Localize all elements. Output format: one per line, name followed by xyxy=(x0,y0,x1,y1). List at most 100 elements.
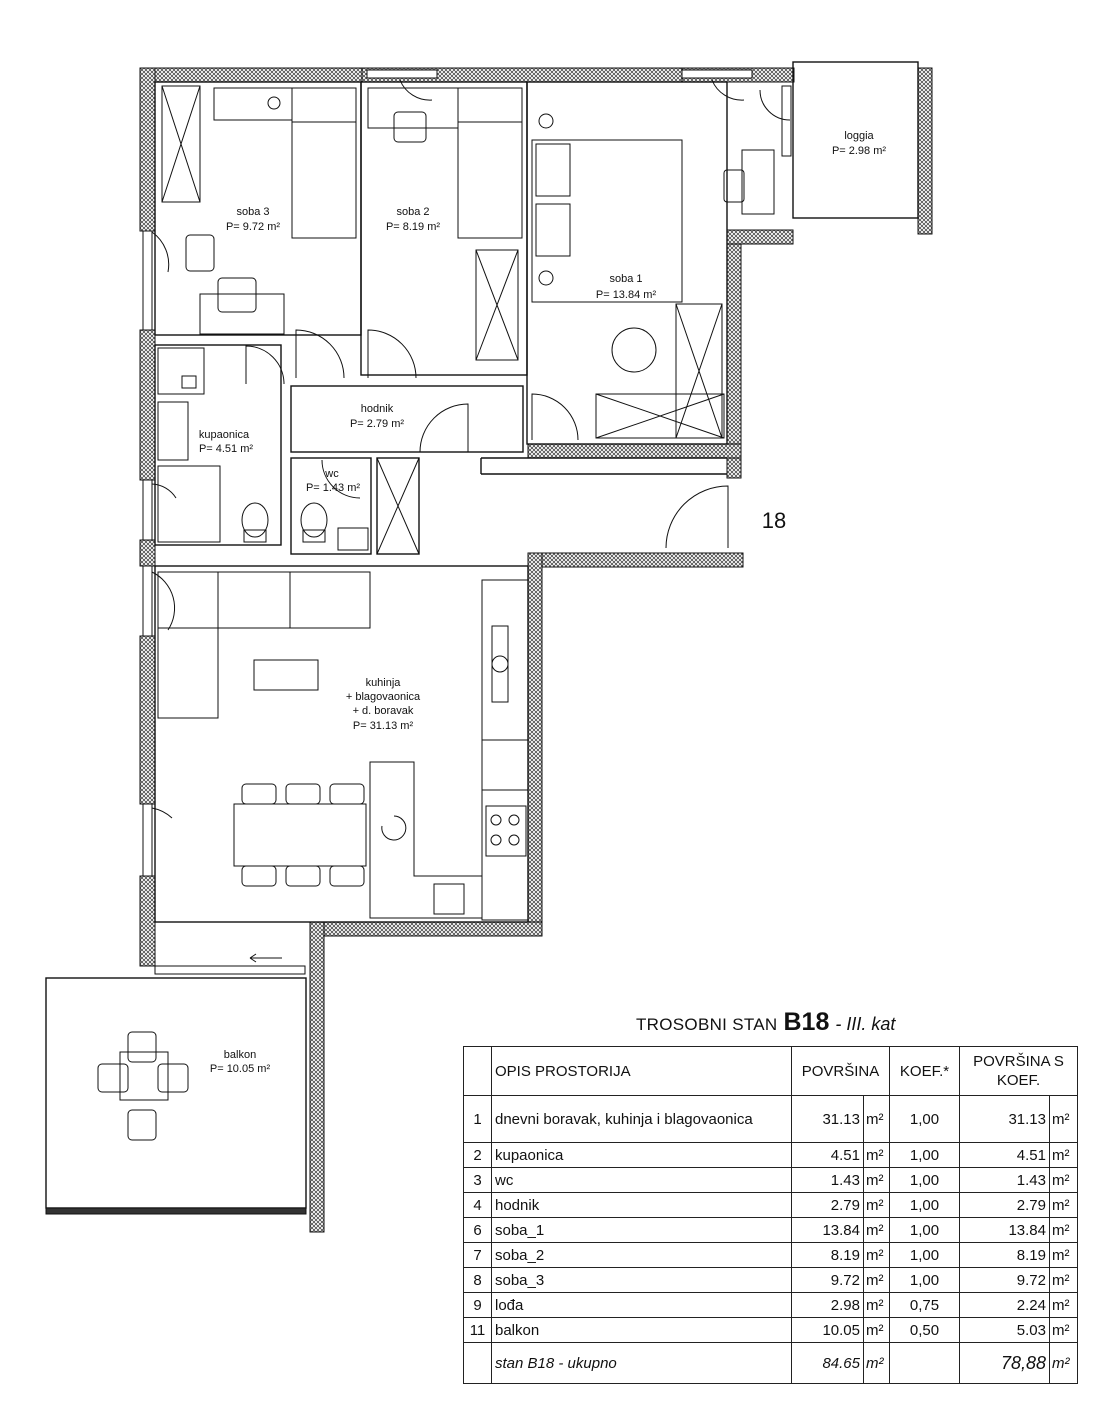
room-name-loggia: loggia xyxy=(844,130,874,142)
header-koef: KOEF.* xyxy=(889,1046,960,1096)
total-area-unit: m² xyxy=(863,1342,890,1384)
row-name: soba_3 xyxy=(491,1267,792,1293)
row-number: 8 xyxy=(463,1267,492,1293)
row-koef: 1,00 xyxy=(889,1192,960,1218)
row-number: 9 xyxy=(463,1292,492,1318)
area-table: OPIS PROSTORIJA POVRŠINA KOEF.* POVRŠINA… xyxy=(463,1046,1079,1384)
doors xyxy=(151,79,791,963)
title-code: B18 xyxy=(783,1008,830,1036)
room-area-loggia: P= 2.98 m² xyxy=(832,145,886,157)
room-name-balkon: balkon xyxy=(224,1049,256,1061)
room-name-soba-1: soba 1 xyxy=(609,273,642,285)
room-area-balkon: P= 10.05 m² xyxy=(210,1063,271,1075)
row-area-koef-unit: m² xyxy=(1048,1267,1079,1293)
room-name-soba-3: soba 3 xyxy=(236,206,269,218)
total-area-koef: 78,88 xyxy=(959,1342,1050,1384)
row-area-koef-unit: m² xyxy=(1048,1095,1079,1143)
room-area-kuhinja: P= 31.13 m² xyxy=(353,720,414,732)
row-area-unit: m² xyxy=(863,1267,890,1293)
room-area-soba-3: P= 9.72 m² xyxy=(226,221,280,233)
room-name-kupaonica: kupaonica xyxy=(199,429,250,441)
row-koef: 1,00 xyxy=(889,1095,960,1143)
room-name-kuhinja-1: kuhinja xyxy=(366,677,402,689)
row-koef: 1,00 xyxy=(889,1167,960,1193)
row-number: 2 xyxy=(463,1142,492,1168)
row-area-unit: m² xyxy=(863,1242,890,1268)
row-number: 4 xyxy=(463,1192,492,1218)
header-opis: OPIS PROSTORIJA xyxy=(491,1046,792,1096)
row-name: balkon xyxy=(491,1317,792,1343)
row-area: 31.13 xyxy=(791,1095,864,1143)
row-koef: 0,75 xyxy=(889,1292,960,1318)
row-area-unit: m² xyxy=(863,1167,890,1193)
row-area-koef-unit: m² xyxy=(1048,1192,1079,1218)
furniture xyxy=(97,85,775,1141)
room-name-kuhinja-2: + blagovaonica xyxy=(346,691,421,703)
row-area-koef: 5.03 xyxy=(959,1317,1050,1343)
row-koef: 1,00 xyxy=(889,1242,960,1268)
room-area-soba-1: P= 13.84 m² xyxy=(596,289,657,301)
row-koef: 1,00 xyxy=(889,1267,960,1293)
row-number: 11 xyxy=(463,1317,492,1343)
room-labels: soba 3 P= 9.72 m² soba 2 P= 8.19 m² soba… xyxy=(199,130,886,1075)
row-area-koef: 9.72 xyxy=(959,1267,1050,1293)
row-number: 3 xyxy=(463,1167,492,1193)
header-povrsina: POVRŠINA xyxy=(791,1046,890,1096)
row-name: hodnik xyxy=(491,1192,792,1218)
row-area-unit: m² xyxy=(863,1292,890,1318)
row-name: kupaonica xyxy=(491,1142,792,1168)
room-area-soba-2: P= 8.19 m² xyxy=(386,221,440,233)
row-area: 9.72 xyxy=(791,1267,864,1293)
row-koef: 1,00 xyxy=(889,1217,960,1243)
row-name: wc xyxy=(491,1167,792,1193)
row-number: 7 xyxy=(463,1242,492,1268)
row-area-koef: 1.43 xyxy=(959,1167,1050,1193)
row-area: 8.19 xyxy=(791,1242,864,1268)
row-area-koef-unit: m² xyxy=(1048,1317,1079,1343)
row-area-koef-unit: m² xyxy=(1048,1217,1079,1243)
header-povrsina-koef: POVRŠINA S KOEF. xyxy=(958,1046,1079,1096)
row-name: dnevni boravak, kuhinja i blagovaonica xyxy=(491,1095,792,1143)
row-area-unit: m² xyxy=(863,1317,890,1343)
total-koef xyxy=(889,1342,960,1384)
row-koef: 1,00 xyxy=(889,1142,960,1168)
row-area: 10.05 xyxy=(791,1317,864,1343)
row-area-unit: m² xyxy=(863,1192,890,1218)
total-name: stan B18 - ukupno xyxy=(491,1342,792,1384)
row-area-koef: 2.24 xyxy=(959,1292,1050,1318)
header-number xyxy=(463,1046,492,1096)
row-area-koef-unit: m² xyxy=(1048,1292,1079,1318)
row-area-koef: 2.79 xyxy=(959,1192,1050,1218)
row-area-koef-unit: m² xyxy=(1048,1142,1079,1168)
room-name-wc: wc xyxy=(324,468,339,480)
table-header-row: OPIS PROSTORIJA POVRŠINA KOEF.* POVRŠINA… xyxy=(463,1046,1079,1096)
total-area-koef-unit: m² xyxy=(1048,1342,1079,1384)
row-area: 13.84 xyxy=(791,1217,864,1243)
row-area: 2.79 xyxy=(791,1192,864,1218)
row-name: soba_1 xyxy=(491,1217,792,1243)
row-area-unit: m² xyxy=(863,1095,890,1143)
row-area-unit: m² xyxy=(863,1142,890,1168)
room-area-wc: P= 1.43 m² xyxy=(306,482,360,494)
title-prefix: TROSOBNI STAN xyxy=(636,1015,778,1034)
row-name: soba_2 xyxy=(491,1242,792,1268)
row-name: lođa xyxy=(491,1292,792,1318)
row-area: 4.51 xyxy=(791,1142,864,1168)
row-area: 2.98 xyxy=(791,1292,864,1318)
row-area-koef-unit: m² xyxy=(1048,1167,1079,1193)
room-name-soba-2: soba 2 xyxy=(396,206,429,218)
room-name-hodnik: hodnik xyxy=(361,403,394,415)
row-area-koef: 4.51 xyxy=(959,1142,1050,1168)
row-area-unit: m² xyxy=(863,1217,890,1243)
room-name-kuhinja-3: + d. boravak xyxy=(353,705,414,717)
apartment-number: 18 xyxy=(762,508,786,533)
